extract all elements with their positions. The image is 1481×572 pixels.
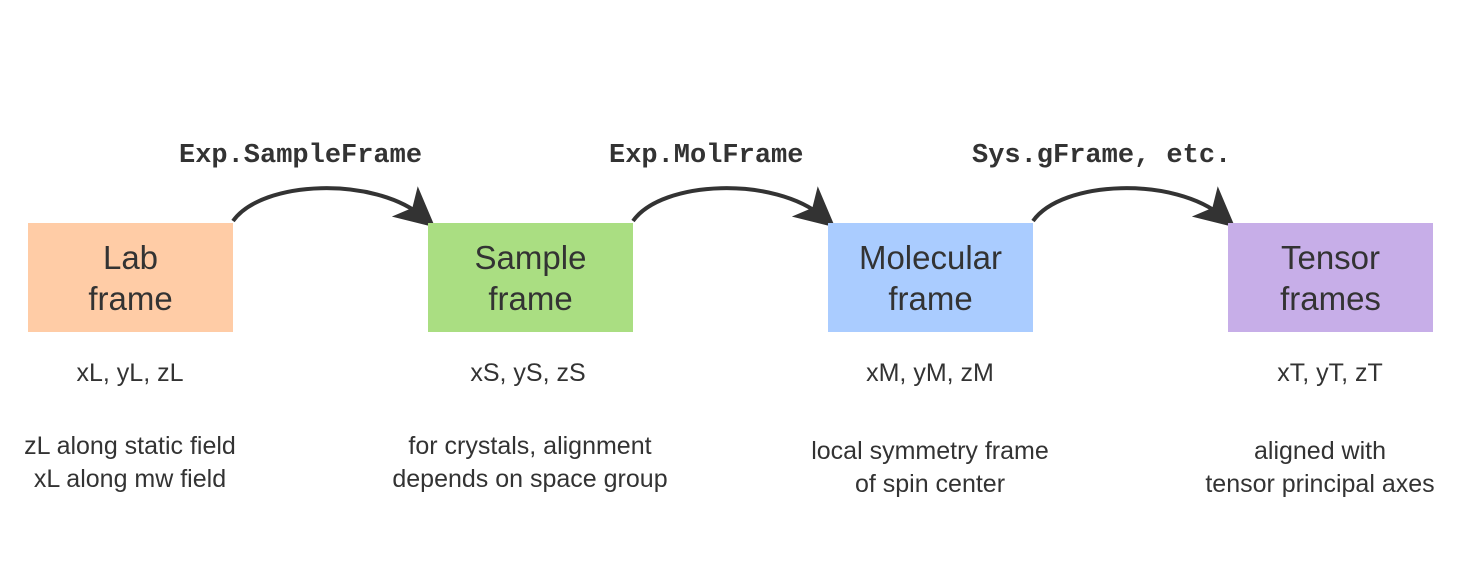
molecular-frame-box: Molecular frame (828, 223, 1033, 332)
transition-label-mol-frame: Exp.MolFrame (609, 141, 804, 171)
tensor-frames-box: Tensor frames (1228, 223, 1433, 332)
molecular-frame-name-line1: Molecular (858, 238, 1003, 276)
sample-frame-description: for crystals, alignment depends on space… (370, 430, 690, 496)
sample-frame-name-line1: Sample (474, 238, 587, 276)
sample-frame-box: Sample frame (428, 223, 633, 332)
tensor-frames-description: aligned with tensor principal axes (1160, 435, 1480, 501)
tensor-frames-desc-line2: tensor principal axes (1205, 470, 1435, 498)
arrow-molecular-to-tensor (1031, 186, 1236, 228)
lab-frame-box: Lab frame (28, 223, 233, 332)
sample-frame-desc-line1: for crystals, alignment (408, 432, 652, 460)
lab-frame-desc-line2: xL along mw field (33, 465, 227, 493)
tensor-frames-name-line2: frames (1280, 279, 1381, 317)
molecular-frame-desc-line2: of spin center (854, 470, 1006, 498)
molecular-frame-name-line2: frame (888, 279, 973, 317)
arrow-sample-to-molecular (631, 186, 836, 228)
molecular-frame-coords: xM, yM, zM (866, 359, 994, 387)
sample-frame-name-line2: frame (488, 279, 573, 317)
transition-label-sample-frame: Exp.SampleFrame (179, 141, 423, 171)
sample-frame-coords: xS, yS, zS (470, 359, 586, 387)
tensor-frames-name-line1: Tensor (1280, 238, 1381, 276)
lab-frame-name-line2: frame (88, 279, 173, 317)
lab-frame-description: zL along static field xL along mw field (0, 430, 290, 496)
transition-label-g-frame: Sys.gFrame, etc. (972, 141, 1232, 171)
arrow-lab-to-sample (231, 186, 436, 228)
tensor-frames-coords: xT, yT, zT (1277, 359, 1383, 387)
molecular-frame-description: local symmetry frame of spin center (770, 435, 1090, 501)
tensor-frames-desc-line1: aligned with (1253, 437, 1387, 465)
lab-frame-name-line1: Lab (102, 238, 159, 276)
sample-frame-desc-line2: depends on space group (392, 465, 668, 493)
lab-frame-desc-line1: zL along static field (24, 432, 236, 460)
lab-frame-coords: xL, yL, zL (76, 359, 184, 387)
molecular-frame-desc-line1: local symmetry frame (811, 437, 1049, 465)
